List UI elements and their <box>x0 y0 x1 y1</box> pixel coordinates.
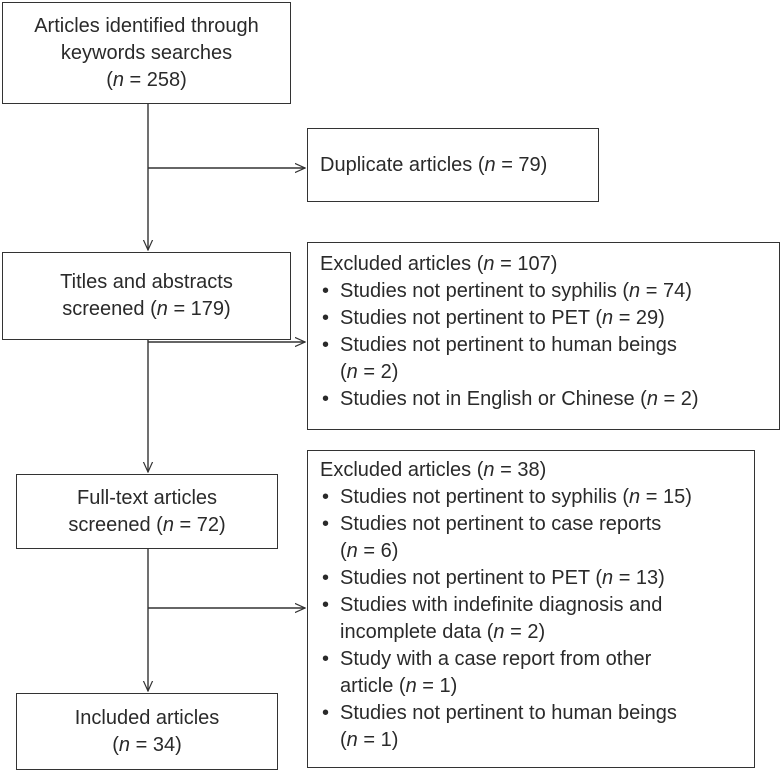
duplicates-box: Duplicate articles (n = 79) <box>307 128 599 202</box>
screened-box: Titles and abstracts screened (n = 179) <box>2 252 291 340</box>
included-box: Included articles (n = 34) <box>16 693 278 770</box>
included-line1: Included articles <box>74 706 220 729</box>
excluded-titles-list: Studies not pertinent to syphilis (n = 7… <box>320 278 779 413</box>
duplicates-text: Duplicate articles (n = 79) <box>320 153 548 176</box>
screened-line2: screened (n = 179) <box>62 298 231 320</box>
excluded-fulltext-heading: Excluded articles (n = 38) <box>320 459 547 481</box>
identified-box: Articles identified through keywords sea… <box>2 2 291 104</box>
fulltext-line2: screened (n = 72) <box>68 513 226 536</box>
list-item: Studies not in English or Chinese (n = 2… <box>320 386 779 413</box>
list-item: Studies not pertinent to human beings(n … <box>320 332 779 386</box>
fulltext-line1: Full-text articles <box>76 486 218 509</box>
list-item: Studies not pertinent to syphilis (n = 7… <box>320 278 779 305</box>
identified-line2: keywords searches <box>60 41 233 64</box>
list-item: Studies not pertinent to PET (n = 13) <box>320 565 754 592</box>
included-count: (n = 34) <box>112 733 182 756</box>
list-item: Study with a case report from otherartic… <box>320 646 754 700</box>
list-item: Studies not pertinent to syphilis (n = 1… <box>320 484 754 511</box>
excluded-fulltext-list: Studies not pertinent to syphilis (n = 1… <box>320 484 754 754</box>
excluded-fulltext-box: Excluded articles (n = 38) Studies not p… <box>307 450 755 768</box>
list-item: Studies not pertinent to case reports(n … <box>320 511 754 565</box>
excluded-titles-box: Excluded articles (n = 107) Studies not … <box>307 242 780 430</box>
list-item: Studies with indefinite diagnosis andinc… <box>320 592 754 646</box>
list-item: Studies not pertinent to PET (n = 29) <box>320 305 779 332</box>
excluded-titles-heading: Excluded articles (n = 107) <box>320 253 558 275</box>
list-item: Studies not pertinent to human beings(n … <box>320 700 754 754</box>
identified-line1: Articles identified through <box>34 14 259 37</box>
screened-line1: Titles and abstracts <box>60 271 233 293</box>
fulltext-box: Full-text articles screened (n = 72) <box>16 474 278 549</box>
identified-count: (n = 258) <box>106 68 187 91</box>
